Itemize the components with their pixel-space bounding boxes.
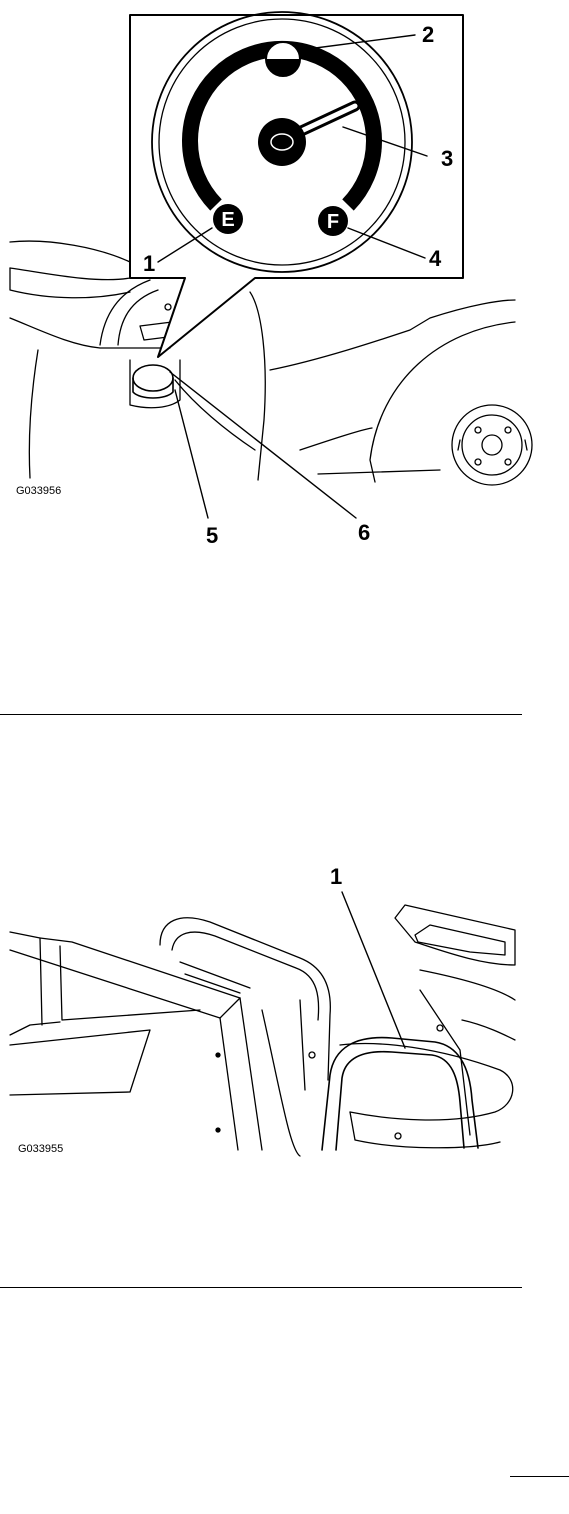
callout-4: 4: [429, 246, 442, 271]
callout-2: 2: [422, 22, 434, 47]
callout-6: 6: [358, 520, 370, 545]
callout-5: 5: [206, 523, 218, 548]
gauge-empty-label: E: [221, 209, 234, 231]
hand-rail-figure: 1 G033955: [0, 850, 569, 1170]
dashboard: [395, 905, 515, 1135]
page-footer-rule: [510, 1476, 569, 1477]
callout-1: 1: [330, 864, 342, 889]
section-divider: [0, 714, 522, 715]
seat: [160, 918, 513, 1156]
figure-code: G033955: [18, 1143, 63, 1155]
fuel-gauge-figure: E F 1 2 3 4 5 6 G033956: [0, 0, 569, 560]
fuel-cap: [133, 365, 173, 398]
cargo-bed: [10, 932, 262, 1150]
callout-leader: [342, 892, 405, 1048]
gauge-full-label: F: [327, 211, 339, 233]
callout-1: 1: [143, 251, 155, 276]
section-divider: [0, 1287, 522, 1288]
figure-code: G033956: [16, 485, 61, 497]
callout-3: 3: [441, 146, 453, 171]
